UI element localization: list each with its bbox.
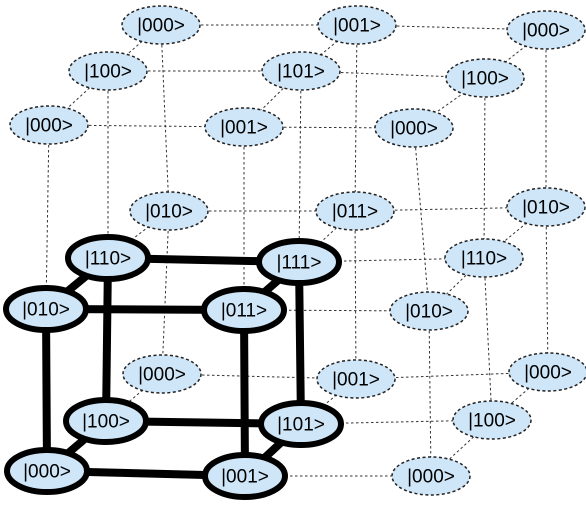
state-node-f2: |011>	[201, 286, 287, 334]
state-node-i2: |001>	[202, 452, 288, 500]
state-node-ellipse	[121, 5, 201, 45]
lattice-edge-a1-d1	[160, 24, 170, 212]
state-node-d3: |010>	[506, 187, 586, 227]
state-node-b3: |100>	[445, 58, 525, 98]
cube-edge-f2-i2	[240, 306, 249, 480]
state-node-label: |000>	[137, 16, 185, 37]
state-node-label: |000>	[524, 363, 572, 384]
state-node-h2: |101>	[258, 400, 344, 448]
state-node-label: |010>	[145, 202, 193, 223]
state-node-c2: |001>	[204, 107, 284, 147]
state-node-ellipse	[452, 400, 532, 440]
state-node-b2: |101>	[261, 51, 341, 91]
state-node-label: |010>	[22, 300, 70, 321]
state-node-ellipse	[258, 400, 344, 448]
state-node-label: |000>	[23, 462, 71, 483]
lattice-edge-a2-d2	[354, 24, 358, 212]
state-node-h3: |100>	[452, 400, 532, 440]
lattice-edge-f3-i3	[428, 310, 432, 477]
state-node-a1: |000>	[121, 5, 201, 45]
state-node-b1: |100>	[68, 51, 148, 91]
state-node-ellipse	[315, 191, 395, 231]
state-node-ellipse	[201, 286, 287, 334]
state-node-ellipse	[389, 291, 469, 331]
state-node-e1: |110>	[65, 234, 151, 282]
state-node-e2: |111>	[256, 238, 342, 286]
state-node-f1: |010>	[3, 285, 89, 333]
state-node-ellipse	[508, 352, 586, 392]
state-node-a3: |000>	[506, 10, 586, 50]
state-node-d1: |010>	[129, 191, 209, 231]
state-node-label: |110>	[85, 249, 131, 270]
state-node-e3: |110>	[444, 238, 524, 278]
lattice-edge-c3-f3	[413, 127, 430, 312]
state-node-ellipse	[444, 238, 524, 278]
state-node-label: |011>	[332, 202, 378, 223]
state-node-i3: |000>	[391, 456, 471, 496]
state-node-label: |000>	[25, 116, 73, 137]
state-node-i1: |000>	[4, 447, 90, 495]
state-node-ellipse	[256, 238, 342, 286]
state-node-g3: |000>	[508, 352, 586, 392]
state-node-ellipse	[316, 359, 396, 399]
state-node-label: |100>	[461, 69, 509, 90]
state-node-label: |010>	[405, 302, 453, 323]
state-node-ellipse	[202, 452, 288, 500]
state-node-label: |001>	[220, 118, 268, 139]
state-node-label: |001>	[333, 16, 381, 37]
state-node-d2: |011>	[315, 191, 395, 231]
state-node-ellipse	[68, 51, 148, 91]
state-node-g1: |000>	[122, 354, 202, 394]
state-node-label: |000>	[138, 365, 186, 386]
state-node-label: |011>	[221, 301, 267, 322]
state-node-ellipse	[3, 285, 89, 333]
state-node-label: |111>	[277, 253, 322, 274]
lattice-edge-d3-g3	[545, 206, 549, 373]
lattice-edge-e3-h3	[483, 257, 493, 421]
cube-edge-e2-h2	[295, 258, 305, 428]
lattice-edge-c1-f1	[45, 124, 50, 310]
state-node-ellipse	[122, 354, 202, 394]
state-node-ellipse	[4, 447, 90, 495]
state-node-a2: |001>	[317, 5, 397, 45]
state-node-ellipse	[374, 108, 454, 148]
state-node-label: |100>	[82, 412, 130, 433]
state-node-label: |001>	[332, 370, 380, 391]
state-node-c1: |000>	[9, 105, 89, 145]
state-node-ellipse	[391, 456, 471, 496]
lattice-edge-h3-i3	[430, 419, 493, 477]
lattice-edge-d1-g1	[161, 210, 170, 375]
lattice-edge-b2-e2	[298, 70, 302, 263]
state-node-label: |101>	[277, 62, 325, 83]
state-node-ellipse	[129, 191, 209, 231]
state-node-label: |110>	[461, 249, 507, 270]
state-node-label: |000>	[407, 467, 455, 488]
state-node-label: |000>	[522, 21, 570, 42]
state-node-ellipse	[506, 10, 586, 50]
state-node-ellipse	[445, 58, 525, 98]
state-node-label: |100>	[84, 62, 132, 83]
state-node-h1: |100>	[63, 397, 149, 445]
state-node-ellipse	[65, 234, 151, 282]
state-node-ellipse	[204, 107, 284, 147]
state-node-ellipse	[9, 105, 89, 145]
state-node-label: |010>	[522, 198, 570, 219]
state-node-ellipse	[317, 5, 397, 45]
state-node-ellipse	[63, 397, 149, 445]
state-node-layer: |000> |001> |000> |100> |101> |100> |000> |001>…	[3, 5, 586, 500]
state-node-g2: |001>	[316, 359, 396, 399]
state-node-label: |100>	[468, 411, 516, 432]
cube-edge-f1-i1	[42, 305, 51, 475]
lattice-edge-d2-g2	[354, 210, 357, 380]
state-node-label: |001>	[221, 467, 269, 488]
state-node-label: |000>	[390, 119, 438, 140]
state-node-ellipse	[261, 51, 341, 91]
lattice-edge-b3-e3	[483, 77, 486, 259]
state-node-f3: |010>	[389, 291, 469, 331]
cube-edge-e1-h1	[102, 254, 112, 425]
state-node-ellipse	[506, 187, 586, 227]
state-node-c3: |000>	[374, 108, 454, 148]
state-node-label: |101>	[277, 415, 325, 436]
